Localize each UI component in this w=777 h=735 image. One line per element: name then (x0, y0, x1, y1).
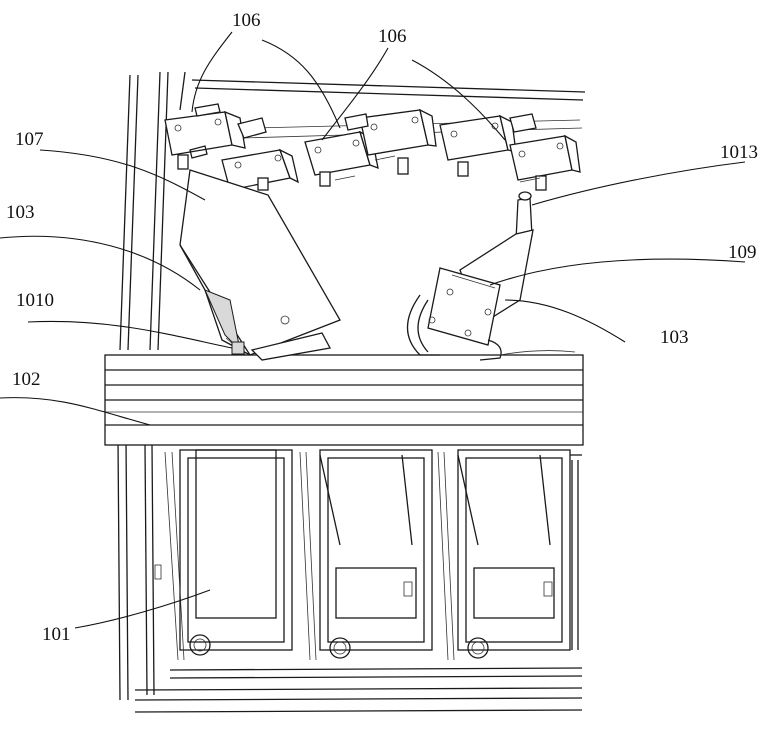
label-103-left: 103 (6, 202, 35, 223)
micro-switch-4 (344, 108, 437, 175)
micro-switch-5 (439, 113, 537, 177)
left-flap-107 (179, 169, 341, 361)
leader-103a (0, 235, 201, 291)
leader-106b-1 (261, 39, 341, 129)
leader-106b-3 (411, 59, 506, 141)
lower-box-101 (117, 439, 583, 713)
label-106-right: 106 (378, 26, 407, 47)
label-101: 101 (42, 624, 71, 645)
leader-107 (39, 149, 206, 201)
label-107: 107 (15, 129, 44, 150)
leader-106b-2 (321, 47, 389, 141)
leader-101 (74, 589, 211, 629)
leader-106a (191, 31, 233, 113)
label-106-left: 106 (232, 10, 261, 31)
beam-102 (104, 354, 584, 446)
leader-lines (0, 31, 746, 629)
leader-109 (489, 258, 746, 286)
label-103-right: 103 (660, 327, 689, 348)
right-lever-assembly (407, 191, 576, 361)
label-109: 109 (728, 242, 757, 263)
leader-1010 (27, 320, 233, 349)
micro-switch-1 (164, 103, 246, 170)
reference-labels: 106 106 107 1013 103 109 1010 103 102 10… (6, 10, 758, 645)
label-1010: 1010 (16, 290, 54, 311)
label-102: 102 (12, 369, 41, 390)
leader-1013 (531, 161, 746, 206)
leader-102 (0, 397, 151, 426)
micro-switch-2 (221, 117, 299, 191)
micro-switch-6 (509, 134, 581, 191)
leader-103b (504, 299, 626, 343)
label-1013: 1013 (720, 142, 758, 163)
